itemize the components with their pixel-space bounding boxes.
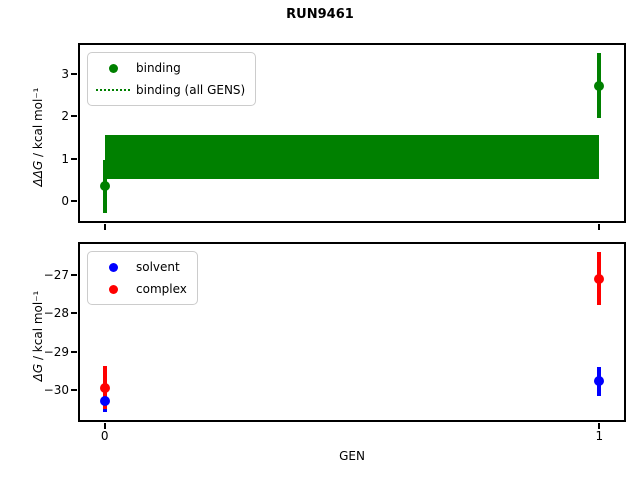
y-tick-label: 3 <box>61 66 69 81</box>
x-tick-label: 0 <box>100 429 109 443</box>
legend-swatch <box>94 284 132 294</box>
complex-point <box>594 273 605 284</box>
complex-marker-icon <box>108 284 118 294</box>
legend-item-complex: complex <box>94 278 187 300</box>
dg-plot-area: −27 −28 −29 −30 0 1 <box>44 244 624 442</box>
y-tick-label: 1 <box>61 151 69 166</box>
y-tick <box>71 273 77 276</box>
binding-marker-icon <box>108 63 118 73</box>
y-tick-label: 2 <box>61 109 69 124</box>
binding-subplot: 0 1 2 3 binding binding (all GENS) <box>61 43 626 230</box>
y-tick <box>71 200 77 203</box>
binding-y-axis-label: ΔΔG / kcal mol⁻¹ <box>31 87 45 187</box>
y-tick <box>71 312 77 315</box>
solvent-point <box>99 395 110 406</box>
dg-legend: solvent complex <box>87 251 198 305</box>
dg-subplot: −27 −28 −29 −30 0 1 solvent complex <box>44 242 626 442</box>
y-tick-label: −30 <box>43 383 69 398</box>
solvent-marker-icon <box>108 262 118 272</box>
x-tick <box>103 224 106 230</box>
legend-item-binding: binding <box>94 57 245 79</box>
legend-swatch <box>94 89 132 91</box>
y-tick-label: −28 <box>43 306 69 321</box>
binding-plot-area: 0 1 2 3 <box>61 45 624 230</box>
y-tick-label: −27 <box>43 267 69 282</box>
binding-point <box>99 181 110 192</box>
y-tick-label: 0 <box>61 194 69 209</box>
solvent-point <box>594 376 605 387</box>
legend-item-solvent: solvent <box>94 256 187 278</box>
dg-y-axis-label: ΔG / kcal mol⁻¹ <box>31 290 45 382</box>
y-tick <box>71 72 77 75</box>
legend-item-binding-all-gens: binding (all GENS) <box>94 79 245 101</box>
y-tick-label: −29 <box>43 344 69 359</box>
x-axis-label: GEN <box>339 449 365 463</box>
y-tick <box>71 350 77 353</box>
legend-swatch <box>94 63 132 73</box>
figure-title: RUN9461 <box>286 7 354 22</box>
legend-swatch <box>94 262 132 272</box>
legend-label: solvent <box>136 260 180 274</box>
binding-legend: binding binding (all GENS) <box>87 52 257 106</box>
y-tick <box>71 115 77 118</box>
dotted-line-icon <box>96 89 130 91</box>
x-tick <box>598 423 601 429</box>
legend-label: binding (all GENS) <box>136 83 246 97</box>
complex-point <box>99 382 110 393</box>
binding-point <box>594 80 605 91</box>
uncertainty-band <box>104 135 600 180</box>
y-tick <box>71 389 77 392</box>
y-tick <box>71 157 77 160</box>
legend-label: binding <box>136 61 181 75</box>
x-tick-label: 1 <box>595 429 604 443</box>
x-tick <box>103 423 106 429</box>
x-tick <box>598 224 601 230</box>
legend-label: complex <box>136 282 187 296</box>
